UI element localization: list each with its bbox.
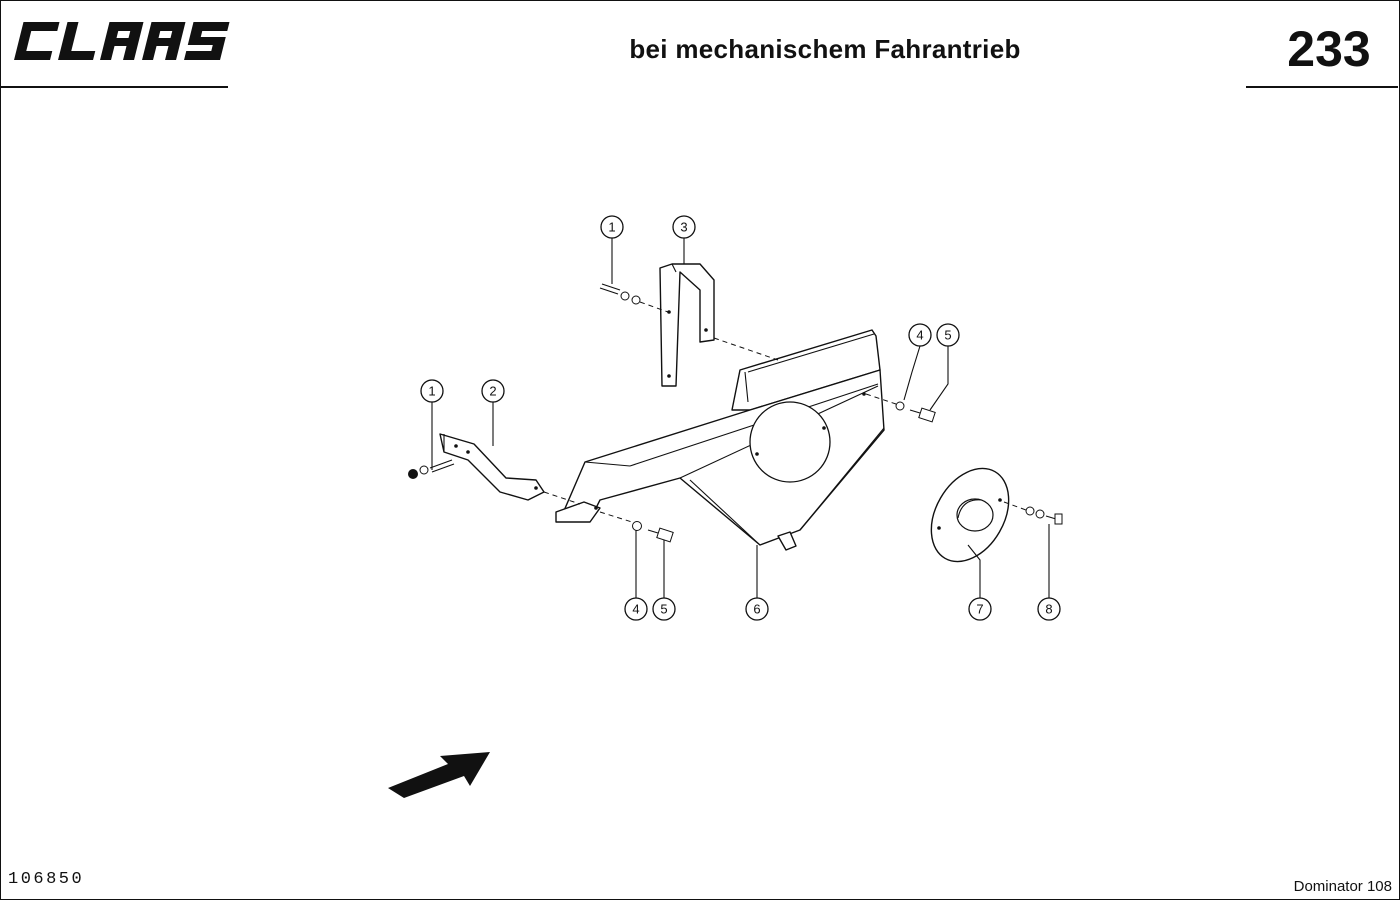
callout-3: 3: [672, 215, 696, 239]
callout-1-top: 1: [600, 215, 624, 239]
part-2-bracket: [439, 433, 581, 505]
part-1-bolt-top: [599, 283, 669, 313]
callout-label: 5: [660, 602, 667, 617]
callout-7: 7: [968, 597, 992, 621]
callout-label: 4: [632, 602, 639, 617]
leader-lines: [431, 238, 1050, 598]
callout-4-right: 4: [908, 323, 932, 347]
callout-4-lower: 4: [624, 597, 648, 621]
page-title: bei mechanischem Fahrantrieb: [629, 34, 1021, 64]
page-number: 233: [1287, 21, 1371, 77]
callout-label: 1: [428, 384, 435, 399]
part-4-5-fasteners-lower: [599, 511, 674, 543]
callout-label: 4: [916, 328, 923, 343]
claas-logo: [10, 20, 232, 67]
callout-8: 8: [1037, 597, 1061, 621]
callout-label: 6: [753, 602, 760, 617]
callout-label: 8: [1045, 602, 1052, 617]
part-7-cover-disc: [930, 467, 1027, 563]
part-1-bolt-left: [408, 459, 455, 479]
header-rule-right: [1246, 86, 1398, 88]
callout-label: 1: [608, 220, 615, 235]
callout-1-left: 1: [420, 379, 444, 403]
callout-5-lower: 5: [652, 597, 676, 621]
document-number: 106850: [8, 870, 85, 889]
callout-2: 2: [481, 379, 505, 403]
callout-6: 6: [745, 597, 769, 621]
part-6-housing: [555, 329, 885, 551]
callout-label: 7: [976, 602, 983, 617]
model-name: Dominator 108: [1293, 878, 1392, 895]
callout-label: 3: [680, 220, 687, 235]
callout-label: 2: [489, 384, 496, 399]
callout-5-right: 5: [936, 323, 960, 347]
part-8-screw: [1025, 506, 1063, 525]
direction-arrow: [388, 752, 490, 798]
part-3-bracket: [659, 263, 715, 387]
callout-label: 5: [944, 328, 951, 343]
header-rule-left: [0, 86, 228, 88]
part-4-5-fasteners-right: [865, 393, 936, 423]
